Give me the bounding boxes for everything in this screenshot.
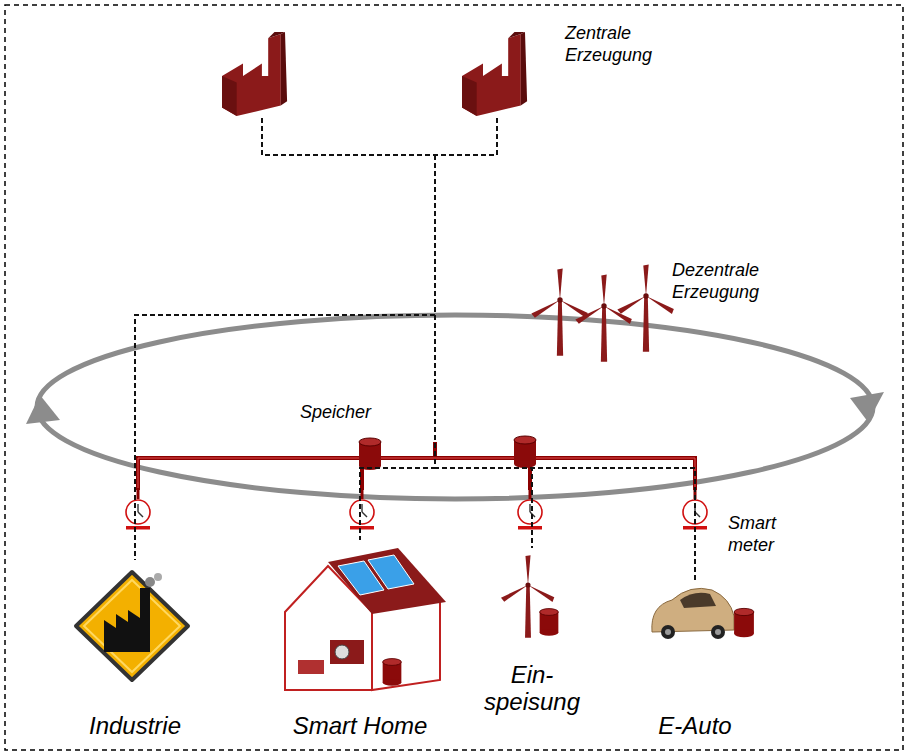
consumer-group: Smart Home [265,540,455,740]
part-label: Smart meter [728,513,790,556]
smart-home-house [285,548,446,690]
node-label: Industrie [89,712,181,740]
wind-turbine [575,275,632,362]
wind-turbine [531,269,588,356]
smart-meter-icon [126,488,150,530]
consumer-group: Industrie [55,560,215,740]
node-label: Ein- speisung [480,661,584,716]
storage-cylinder [359,438,381,470]
outer-frame [5,5,903,750]
communication-line [360,155,435,540]
communication-line [435,155,532,548]
storage-cylinder [514,436,536,468]
part-label: Speicher [300,402,410,424]
wind-turbine [617,265,674,352]
bracket-line [262,118,497,155]
smart-meter-icon [350,488,374,530]
industry-sign [76,572,188,680]
generation-group: Zentrale Erzeugung [200,15,675,155]
storage-cylinder [383,659,402,686]
communication-line [135,155,435,560]
consumer-group: E-Auto [640,580,750,740]
storage-cylinder [734,608,754,637]
communication-line [435,155,695,580]
smart-meter-icon [518,488,542,530]
cycle-arrowhead [26,395,60,424]
node-label: Dezentrale Erzeugung [672,260,782,303]
node-label: Zentrale Erzeugung [565,23,665,66]
cycle-arrowhead [850,392,884,422]
node-label: E-Auto [658,712,731,740]
storage-cylinder [540,609,559,636]
power-bus-highlight [138,458,695,490]
factory-icon [222,32,287,116]
smart-meter-icon [683,488,707,530]
factory-icon [462,32,527,116]
consumer-group: Ein- speisung [478,548,586,716]
generation-group: Dezentrale Erzeugung [535,258,805,328]
cycle-ellipse [37,315,873,499]
node-label: Smart Home [293,712,428,740]
electric-car [652,588,734,639]
power-bus [138,442,695,490]
